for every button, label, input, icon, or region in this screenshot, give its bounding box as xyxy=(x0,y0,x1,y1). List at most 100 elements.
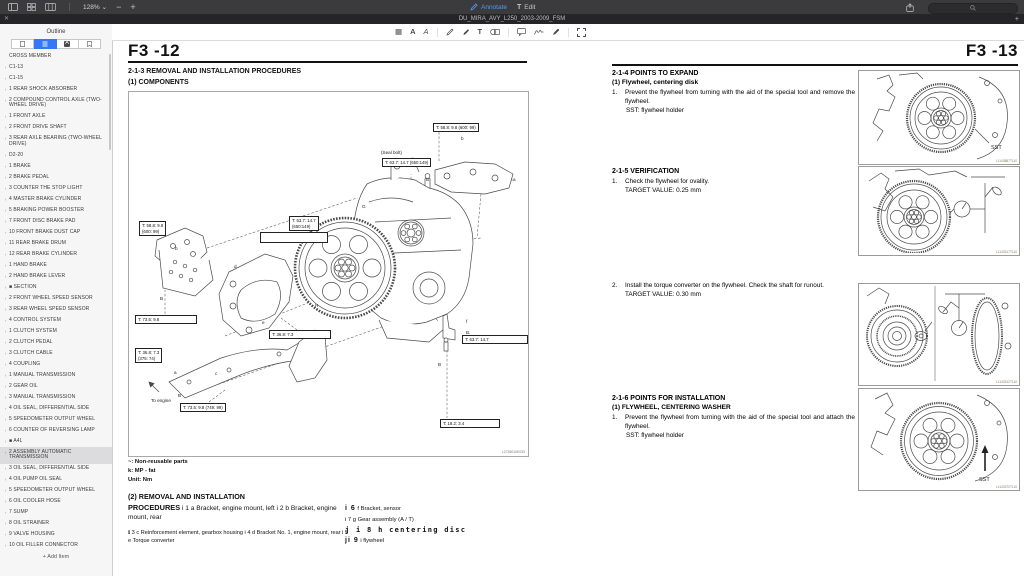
part-label: a xyxy=(513,177,516,182)
edit-button[interactable]: T Edit xyxy=(517,4,535,11)
sidebar-item[interactable]: ›6 COUNTER OF REVERSING LAMP xyxy=(0,425,112,436)
section-points-to-expand: 2-1-4 POINTS TO EXPAND (1) Flywheel, cen… xyxy=(612,70,855,115)
sidebar-item[interactable]: ›3 OIL SEAL, DIFFERENTIAL SIDE xyxy=(0,464,112,475)
signature-tool-icon[interactable] xyxy=(534,28,544,36)
text-tool-icon[interactable]: T xyxy=(477,27,483,37)
selection-tool-icon[interactable] xyxy=(577,27,587,37)
contact-sheet-button[interactable] xyxy=(45,2,56,12)
note-line: ~: Non-reusable parts xyxy=(128,459,188,465)
sidebar-item[interactable]: ›8 OIL STRAINER xyxy=(0,519,112,530)
note-tool-icon[interactable] xyxy=(517,28,526,36)
sidebar-item[interactable]: ›1 HAND BRAKE xyxy=(0,260,112,271)
zoom-level-control[interactable]: 128% ⌄ xyxy=(83,3,107,12)
segment-bookmarks[interactable] xyxy=(78,39,101,49)
zoom-in-button[interactable]: + xyxy=(130,1,136,12)
sidebar-item-label: ■ A4L xyxy=(9,437,23,444)
sidebar-item[interactable]: ›11 REAR BRAKE DRUM xyxy=(0,238,112,249)
tab-close-button[interactable]: ✕ xyxy=(4,16,10,22)
sidebar-item[interactable]: ›2 FRONT DRIVE SHAFT xyxy=(0,123,112,134)
sidebar-item[interactable]: ›1 BRAKE xyxy=(0,161,112,172)
sidebar-item[interactable]: ›3 MANUAL TRANSMISSION xyxy=(0,392,112,403)
torque-callout: T: 63.7: 14.7 (650:149) xyxy=(289,216,319,232)
chevron-right-icon: › xyxy=(4,339,7,345)
sidebar-item[interactable]: CROSS MEMBER xyxy=(0,51,112,62)
note-line: Unit: Nm xyxy=(128,477,153,484)
text-highlight-icon[interactable]: A xyxy=(423,27,429,37)
sidebar-item[interactable]: ›9 VALVE HOUSING xyxy=(0,530,112,541)
segment-thumbnails[interactable] xyxy=(11,39,35,49)
parts-list-line: j i 8 h centering disc xyxy=(345,526,467,534)
sidebar-item[interactable]: ›■ SECTION xyxy=(0,282,112,293)
sketch-grid-icon[interactable]: ▦ xyxy=(395,27,403,37)
sidebar-item[interactable]: ›2 COMPOUND CONTROL AXLE (TWO-WHEEL DRIV… xyxy=(0,95,112,112)
chevron-right-icon: › xyxy=(4,186,7,192)
pen-style-icon[interactable] xyxy=(552,28,560,36)
pencil-tool-icon[interactable] xyxy=(445,28,454,36)
sidebar-item[interactable]: ›■ A4L xyxy=(0,436,112,447)
sidebar-item[interactable]: ›1 MANUAL TRANSMISSION xyxy=(0,370,112,381)
new-tab-button[interactable]: + xyxy=(1014,15,1019,23)
sidebar-item[interactable]: ›2 FRONT WHEEL SPEED SENSOR xyxy=(0,293,112,304)
sidebar-item[interactable]: ›1 FRONT AXLE xyxy=(0,112,112,123)
part-label: B. xyxy=(426,177,431,182)
sidebar-item[interactable]: ›2 ASSEMBLY AUTOMATIC TRANSMISSION xyxy=(0,447,112,464)
part-label: B xyxy=(160,296,164,301)
sidebar-item[interactable]: ›3 REAR AXLE BEARING (TWO-WHEEL DRIVE) xyxy=(0,134,112,151)
segment-outline[interactable] xyxy=(34,39,57,49)
sidebar-item[interactable]: ›2 BRAKE PEDAL xyxy=(0,172,112,183)
target-value: TARGET VALUE: 0.25 mm xyxy=(625,187,701,195)
sidebar-item[interactable]: ›4 OIL PUMP OIL SEAL xyxy=(0,475,112,486)
thumbnail-grid-button[interactable] xyxy=(27,2,36,12)
share-button[interactable] xyxy=(906,2,914,12)
marker-tool-icon[interactable] xyxy=(462,28,470,36)
sst-label: SST xyxy=(979,477,990,483)
sidebar-item[interactable]: ›7 FRONT DISC BRAKE PAD xyxy=(0,216,112,227)
shapes-tool-icon[interactable] xyxy=(490,28,500,36)
sidebar-item[interactable]: ›D2-20 xyxy=(0,150,112,161)
text-style-icon[interactable]: A xyxy=(410,27,416,37)
sidebar-scrollbar-thumb[interactable] xyxy=(108,54,111,150)
sidebar-item[interactable]: ›5 SPEEDOMETER OUTPUT WHEEL xyxy=(0,486,112,497)
part-label: B xyxy=(438,362,442,367)
sidebar-item[interactable]: ›C1-13 xyxy=(0,62,112,73)
parts-list-line: i 6 f Bracket, sensor xyxy=(345,505,401,512)
sidebar-item-label: 4 MASTER BRAKE CYLINDER xyxy=(9,196,82,202)
zoom-out-button[interactable]: − xyxy=(116,1,122,12)
search-input[interactable] xyxy=(928,2,1018,14)
sidebar-item[interactable]: ›6 OIL COOLER HOSE xyxy=(0,497,112,508)
chevron-right-icon: › xyxy=(4,361,7,367)
sidebar-item[interactable]: ›4 OIL SEAL, DIFFERENTIAL SIDE xyxy=(0,403,112,414)
tab-title[interactable]: DU_MIRA_AVY_L250_2003-2009_FSM xyxy=(458,16,566,22)
segment-annotations[interactable]: A xyxy=(56,39,79,49)
sidebar-item[interactable]: ›2 HAND BRAKE LEVER xyxy=(0,271,112,282)
sidebar-item-label: 2 GEAR OIL xyxy=(9,382,38,389)
header-rule-left xyxy=(128,61,527,63)
chevron-right-icon: › xyxy=(4,372,7,378)
sidebar-item[interactable]: ›10 OIL FILLER CONNECTOR xyxy=(0,541,112,552)
sidebar-item[interactable]: ›C1-15 xyxy=(0,73,112,84)
annotate-button[interactable]: Annotate xyxy=(470,3,507,11)
sidebar-item[interactable]: ›12 REAR BRAKE CYLINDER xyxy=(0,249,112,260)
sidebar-item[interactable]: ›3 COUNTER THE STOP LIGHT xyxy=(0,183,112,194)
add-item-button[interactable]: + Add Item xyxy=(42,553,70,560)
sidebar-item[interactable]: ›1 REAR SHOCK ABSORBER xyxy=(0,84,112,95)
sidebar-item[interactable]: ›3 REAR WHEEL SPEED SENSOR xyxy=(0,304,112,315)
chevron-right-icon: › xyxy=(4,521,7,527)
sidebar-item[interactable]: ›1 CLUTCH SYSTEM xyxy=(0,326,112,337)
sidebar-item[interactable]: ›3 CLUTCH CABLE xyxy=(0,348,112,359)
removal-heading: (2) REMOVAL AND INSTALLATION xyxy=(128,492,245,501)
sidebar-item[interactable]: ›5 SPEEDOMETER OUTPUT WHEEL xyxy=(0,414,112,425)
sidebar-toggle-button[interactable] xyxy=(8,2,18,12)
sidebar-item[interactable]: ›4 MASTER BRAKE CYLINDER xyxy=(0,194,112,205)
chevron-right-icon: › xyxy=(4,251,7,257)
sidebar-item[interactable]: ›4 COUPLING xyxy=(0,359,112,370)
sidebar-item[interactable]: ›10 FRONT BRAKE DUST CAP xyxy=(0,227,112,238)
chevron-right-icon: › xyxy=(4,114,7,120)
sidebar-item[interactable]: ›5 BRAKING POWER BOOSTER xyxy=(0,205,112,216)
sidebar-item[interactable]: ›2 CLUTCH PEDAL xyxy=(0,337,112,348)
sidebar-item[interactable]: ›4 CONTROL SYSTEM xyxy=(0,315,112,326)
figure-code: L1143312T110 xyxy=(996,380,1017,384)
chevron-right-icon: › xyxy=(4,175,7,181)
sidebar-item[interactable]: ›7 SUMP xyxy=(0,508,112,519)
sidebar-item[interactable]: ›2 GEAR OIL xyxy=(0,381,112,392)
